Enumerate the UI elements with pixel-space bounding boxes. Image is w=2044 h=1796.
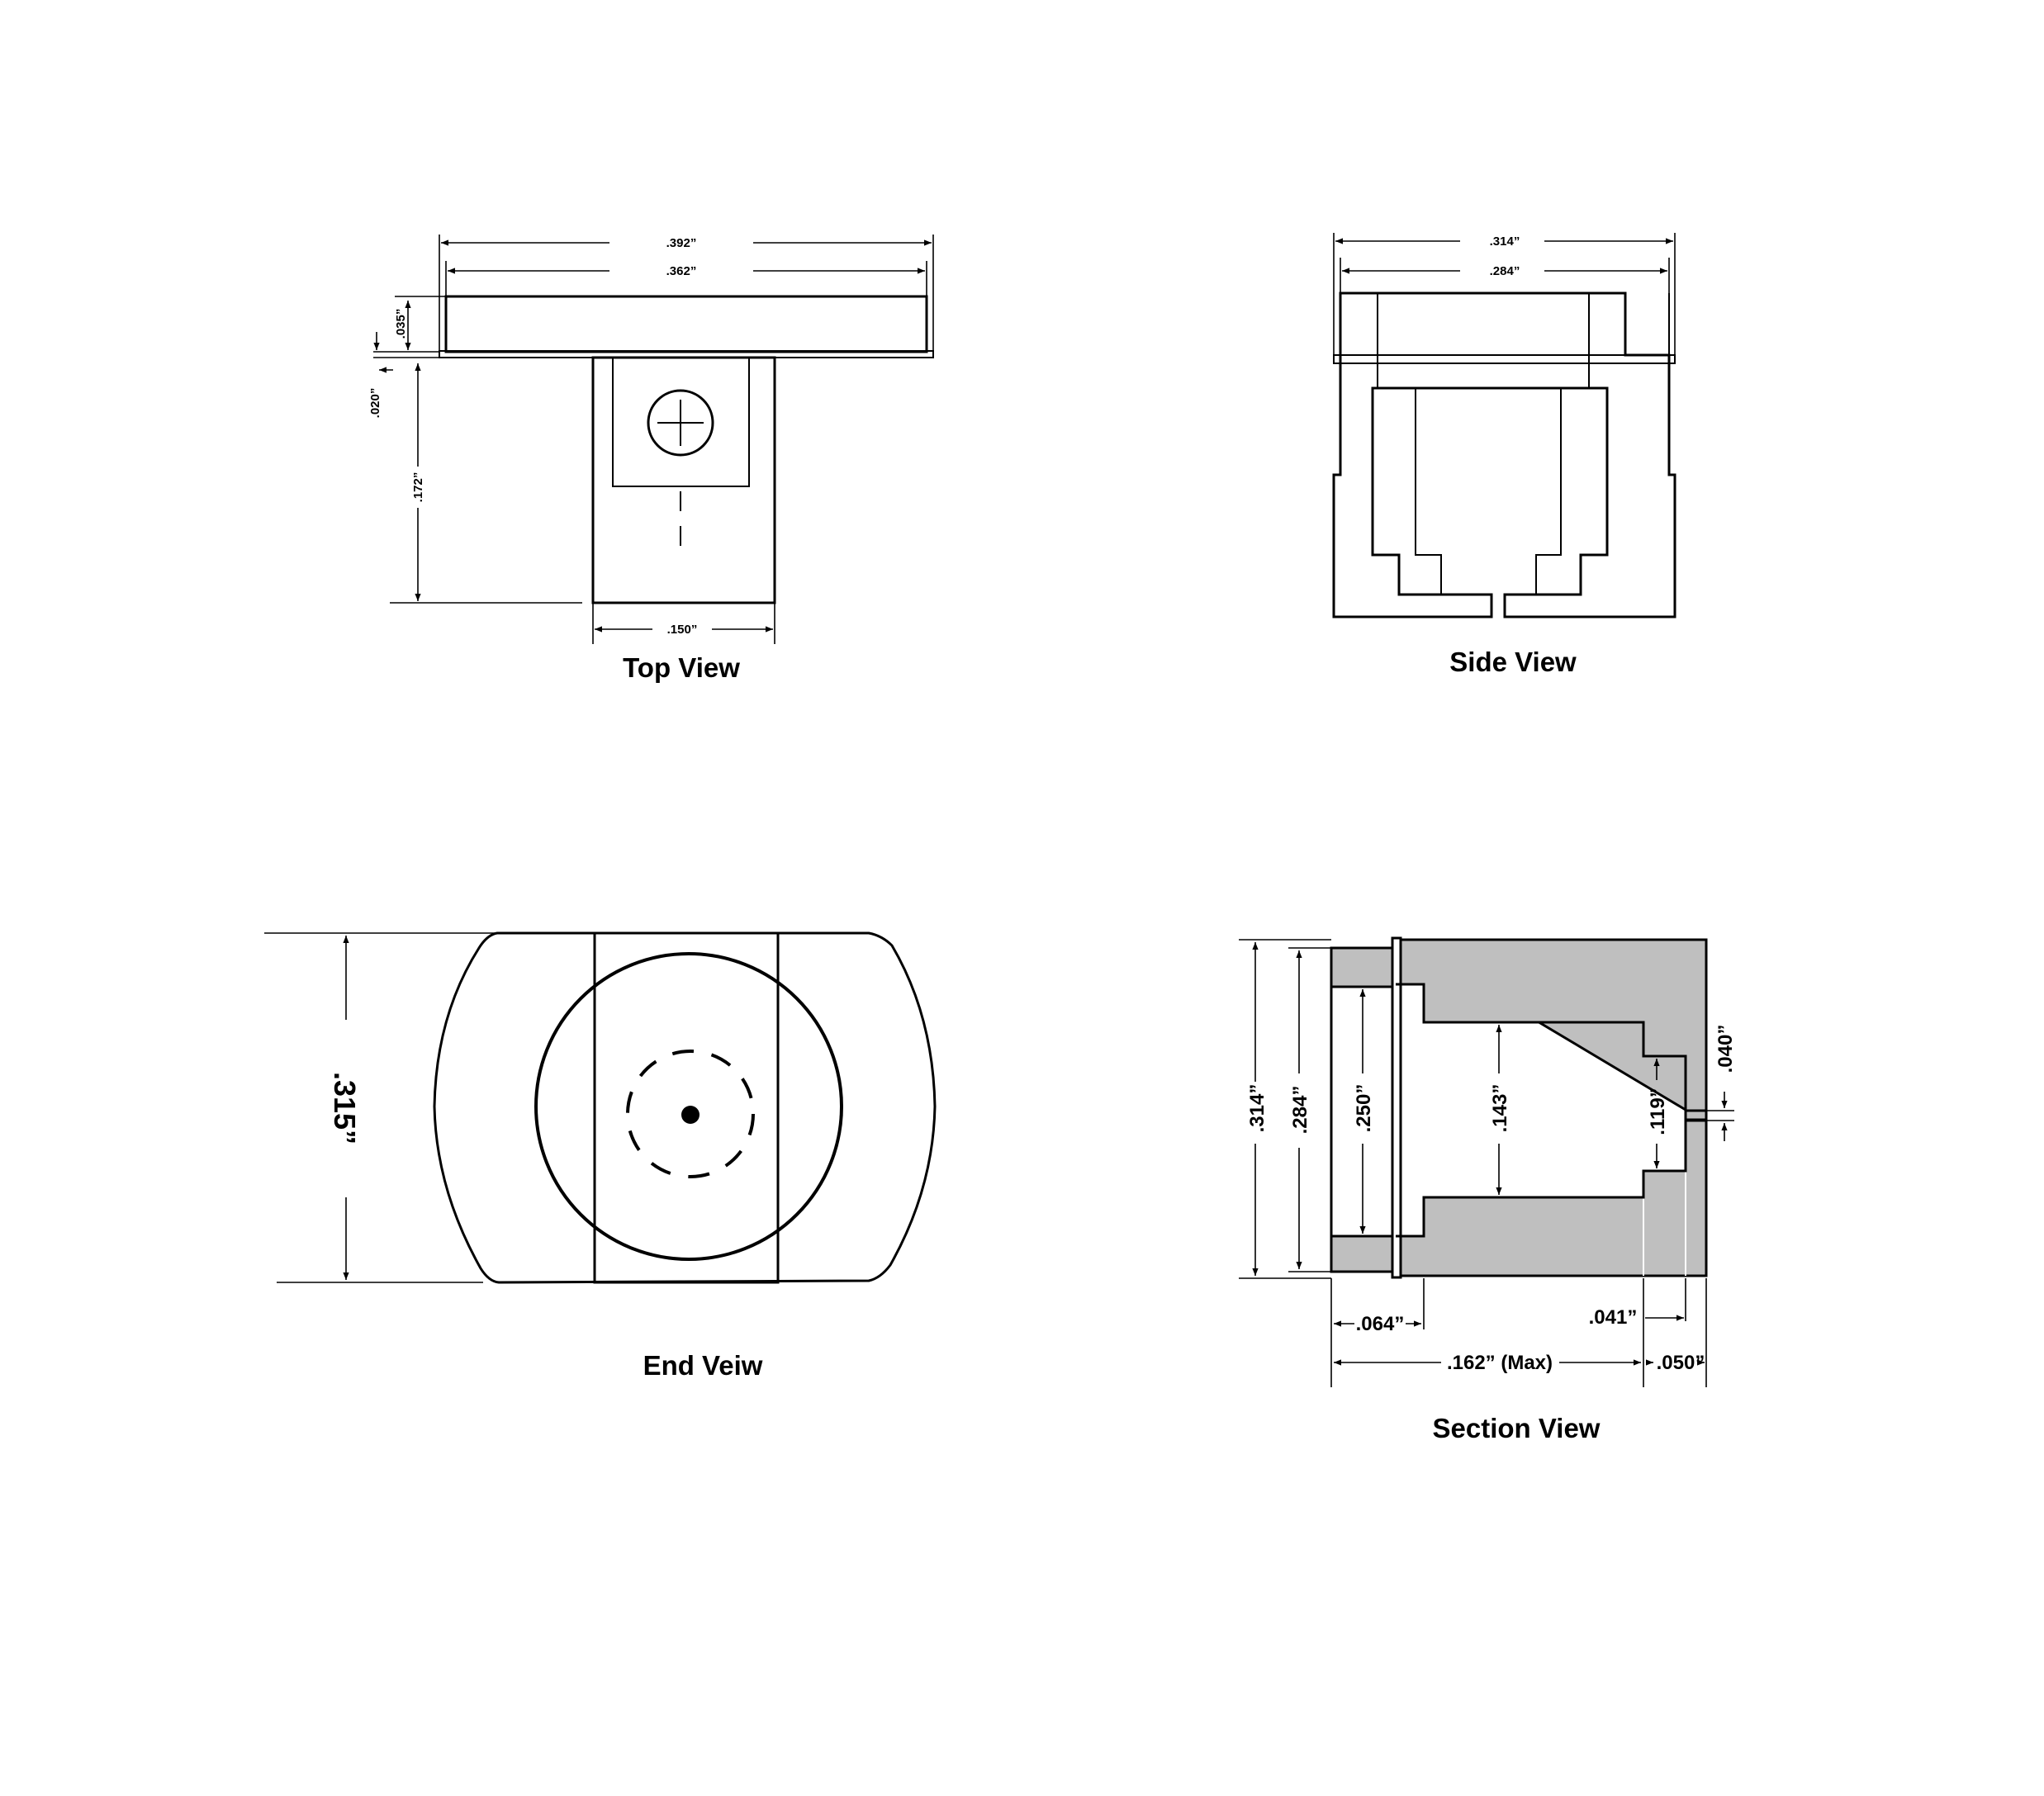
dim-section-119: .119” xyxy=(1647,1088,1669,1135)
end-view-outline xyxy=(433,931,937,1284)
top-view-title: Top View xyxy=(623,652,740,683)
dim-section-041: .041” xyxy=(1589,1306,1638,1329)
end-view-hidden-bore xyxy=(626,1050,755,1178)
dim-side-284: .284” xyxy=(1490,264,1520,278)
end-view-title: End Veiw xyxy=(643,1350,763,1381)
side-view-outline xyxy=(1332,291,1676,618)
dim-section-284: .284” xyxy=(1289,1086,1311,1135)
top-view-inner-pocket xyxy=(612,357,750,487)
top-view-body xyxy=(591,356,776,604)
end-view: .315” End Veiw xyxy=(264,931,937,1381)
dim-end-315: .315” xyxy=(328,1072,362,1144)
top-view: .392” .362” .035” .020” .172” .150” Top … xyxy=(368,235,934,683)
dim-top-362: .362” xyxy=(666,264,697,278)
top-view-flange xyxy=(444,295,928,353)
dim-section-143: .143” xyxy=(1489,1084,1511,1133)
end-view-strip xyxy=(593,931,780,1284)
section-left-lip xyxy=(1330,946,1397,988)
dim-side-314: .314” xyxy=(1490,235,1520,249)
dim-section-040: .040” xyxy=(1714,1025,1737,1073)
dim-top-035: .035” xyxy=(394,309,408,339)
dim-top-392: .392” xyxy=(666,236,697,250)
end-view-center-dot xyxy=(681,1106,700,1124)
screw-icon xyxy=(647,389,714,457)
dim-top-150: .150” xyxy=(667,623,698,637)
section-flange-plate xyxy=(1391,936,1402,1279)
dim-section-250: .250” xyxy=(1353,1084,1375,1133)
end-view-disc xyxy=(534,952,843,1261)
dim-section-162: .162” (Max) xyxy=(1447,1352,1553,1374)
section-view-title: Section View xyxy=(1433,1413,1601,1443)
section-view: .314” .284” .250” .143” .119” .040” xyxy=(1239,936,1737,1443)
side-view: .314” .284” Side View xyxy=(1332,233,1676,677)
side-view-flange-plate xyxy=(1333,354,1676,364)
dim-section-050: .050” xyxy=(1657,1352,1705,1374)
dim-top-172: .172” xyxy=(411,472,425,503)
dim-top-020: .020” xyxy=(368,388,382,419)
side-view-title: Side View xyxy=(1449,647,1577,677)
dim-section-064: .064” xyxy=(1356,1313,1405,1335)
dim-section-314: .314” xyxy=(1246,1084,1269,1133)
